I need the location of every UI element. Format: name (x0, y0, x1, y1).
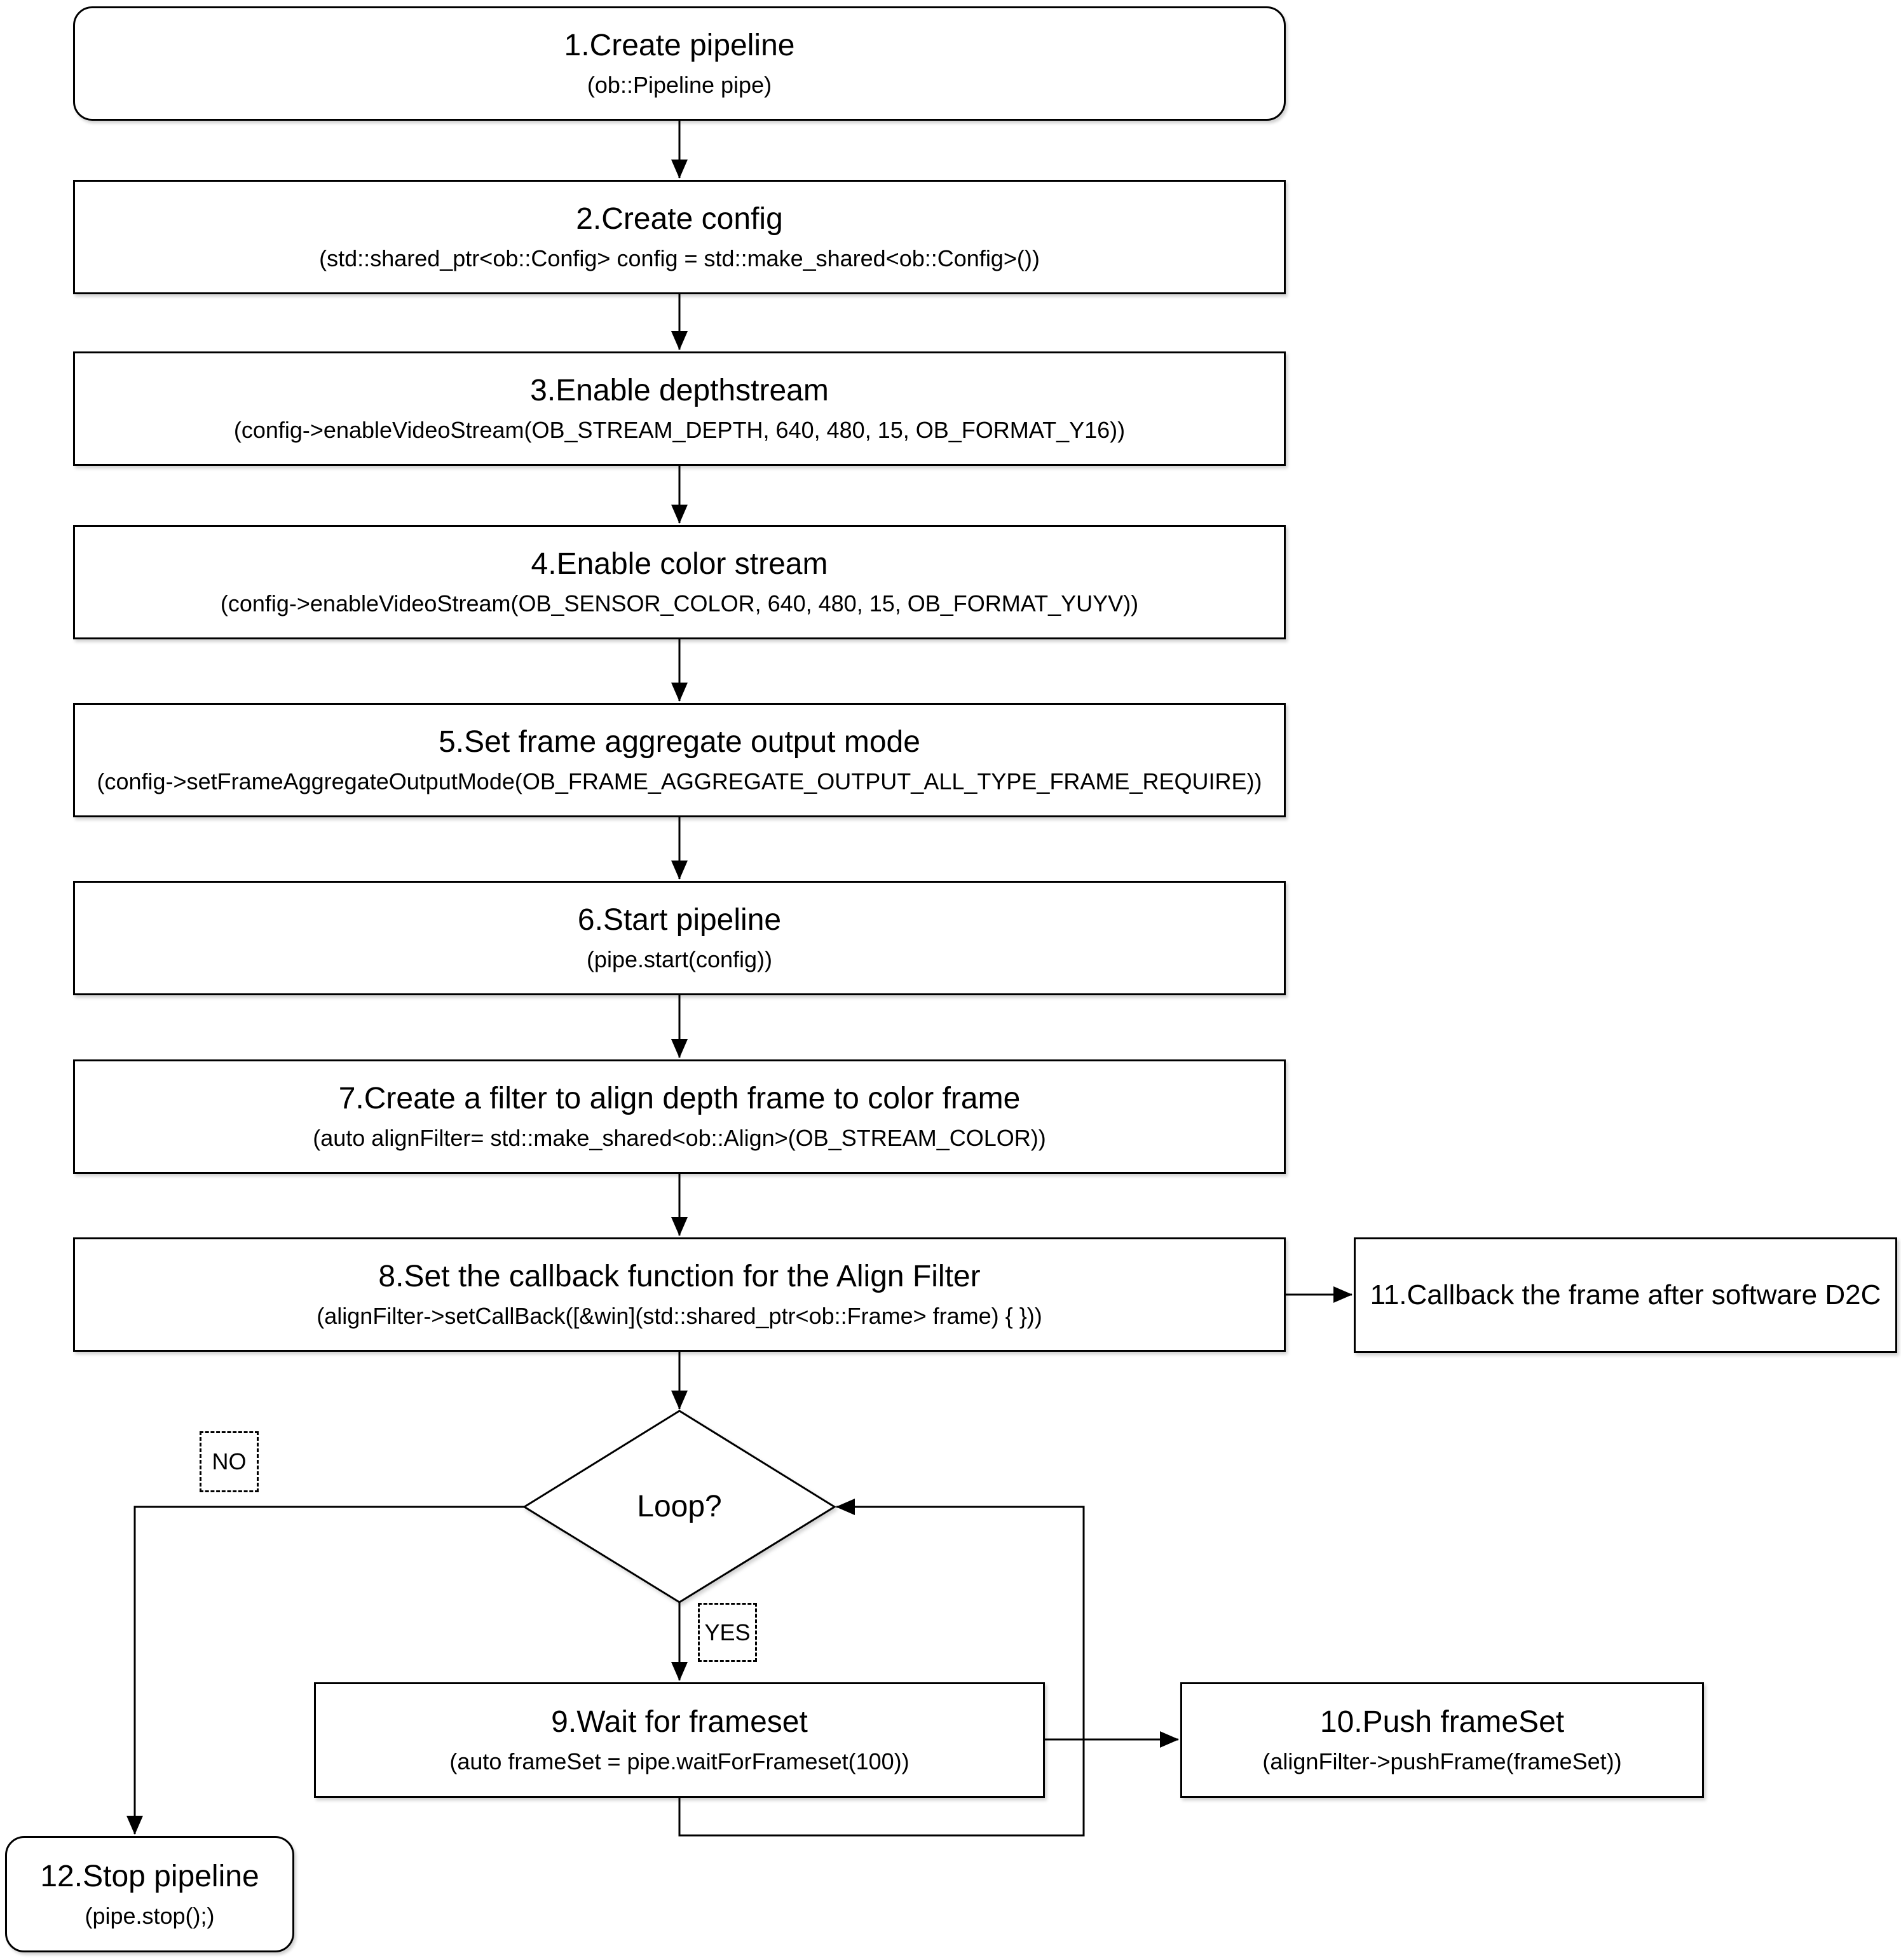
node-title: 4.Enable color stream (531, 547, 828, 582)
node-4-enable-color-stream: 4.Enable color stream (config->enableVid… (73, 525, 1286, 639)
node-10-push-frameset: 10.Push frameSet (alignFilter->pushFrame… (1180, 1682, 1704, 1798)
node-1-create-pipeline: 1.Create pipeline (ob::Pipeline pipe) (73, 6, 1286, 121)
node-title: 1.Create pipeline (564, 29, 795, 63)
node-code: (auto frameSet = pipe.waitForFrameset(10… (449, 1748, 910, 1775)
node-code: (auto alignFilter= std::make_shared<ob::… (313, 1125, 1046, 1152)
node-code: (pipe.stop();) (85, 1902, 215, 1929)
node-6-start-pipeline: 6.Start pipeline (pipe.start(config)) (73, 881, 1286, 995)
node-title: 12.Stop pipeline (40, 1859, 259, 1893)
node-5-set-frame-aggregate-output-mode: 5.Set frame aggregate output mode (confi… (73, 703, 1286, 817)
node-12-stop-pipeline: 12.Stop pipeline (pipe.stop();) (5, 1836, 294, 1952)
edge-loopback-9-to-decision (678, 1499, 1085, 1837)
node-11-callback-frame-after-d2c: 11.Callback the frame after software D2C (1354, 1237, 1897, 1353)
node-code: (config->setFrameAggregateOutputMode(OB_… (97, 768, 1262, 795)
node-code: (config->enableVideoStream(OB_SENSOR_COL… (220, 590, 1139, 617)
node-code: (ob::Pipeline pipe) (587, 72, 772, 99)
node-code: (pipe.start(config)) (586, 946, 773, 973)
node-title: 2.Create config (576, 202, 783, 236)
node-code: (alignFilter->pushFrame(frameSet)) (1262, 1748, 1622, 1775)
node-7-create-align-filter: 7.Create a filter to align depth frame t… (73, 1059, 1286, 1174)
node-title: 10.Push frameSet (1319, 1705, 1565, 1739)
branch-label-yes: YES (698, 1603, 757, 1662)
node-2-create-config: 2.Create config (std::shared_ptr<ob::Con… (73, 180, 1286, 294)
node-title: 11.Callback the frame after software D2C (1370, 1279, 1881, 1311)
decision-diamond (522, 1410, 836, 1603)
node-3-enable-depthstream: 3.Enable depthstream (config->enableVide… (73, 351, 1286, 466)
node-code: (config->enableVideoStream(OB_STREAM_DEP… (233, 417, 1126, 444)
node-title: 9.Wait for frameset (551, 1705, 808, 1739)
node-code: (alignFilter->setCallBack([&win](std::sh… (317, 1303, 1042, 1330)
node-code: (std::shared_ptr<ob::Config> config = st… (319, 245, 1040, 272)
node-title: 8.Set the callback function for the Alig… (378, 1260, 981, 1294)
node-title: 6.Start pipeline (577, 903, 782, 937)
edge-decision-no-to-12 (126, 1506, 526, 1835)
node-title: 3.Enable depthstream (530, 374, 829, 408)
node-title: 7.Create a filter to align depth frame t… (338, 1082, 1021, 1116)
node-title: 5.Set frame aggregate output mode (439, 725, 920, 759)
branch-label-no: NO (200, 1431, 259, 1492)
node-8-set-callback-function: 8.Set the callback function for the Alig… (73, 1237, 1286, 1352)
node-9-wait-for-frameset: 9.Wait for frameset (auto frameSet = pip… (314, 1682, 1045, 1798)
